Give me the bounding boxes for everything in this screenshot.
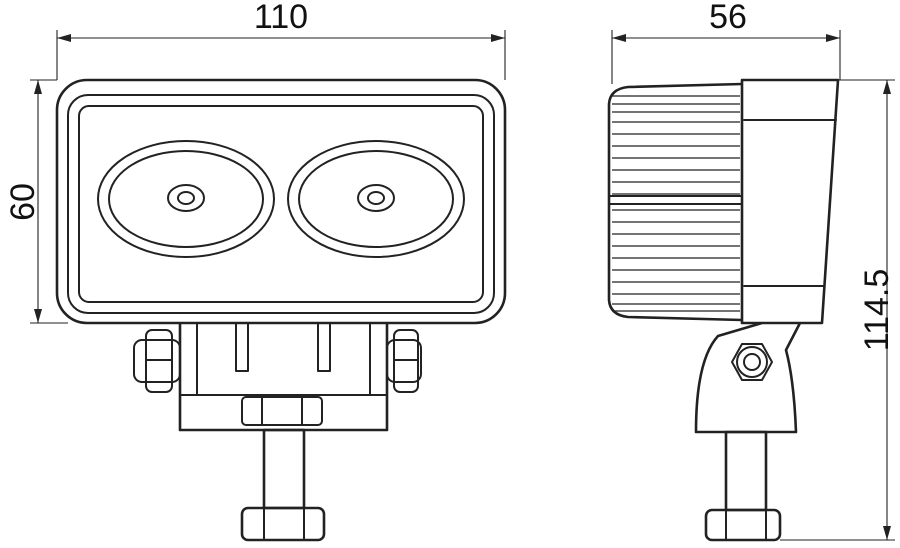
- dimension-width-110: 110: [56, 0, 506, 80]
- depth-label: 56: [709, 0, 747, 36]
- side-view: [607, 78, 840, 542]
- dimension-total-height-114-5: 114.5: [780, 79, 896, 541]
- width-label: 110: [254, 0, 308, 36]
- left-reflector: [97, 140, 275, 258]
- right-reflector: [287, 140, 465, 258]
- side-bezel: [740, 78, 840, 325]
- right-side-bolt: [386, 329, 422, 393]
- front-housing-inner: [67, 94, 495, 314]
- side-heatsink-fins: [607, 82, 743, 322]
- total-height-label: 114.5: [858, 269, 896, 352]
- front-view: [55, 78, 507, 542]
- left-side-bolt: [133, 329, 181, 393]
- dimension-height-60: 60: [4, 79, 68, 324]
- side-mounting-stem: [704, 430, 782, 542]
- front-mounting-stem: [240, 428, 326, 542]
- front-mounting-bracket: [178, 322, 389, 432]
- side-bracket-knuckle: [694, 321, 802, 434]
- front-housing-outer: [55, 78, 507, 325]
- dimension-depth-56: 56: [611, 0, 841, 84]
- height-label: 60: [4, 183, 42, 221]
- front-lens-panel: [78, 105, 484, 303]
